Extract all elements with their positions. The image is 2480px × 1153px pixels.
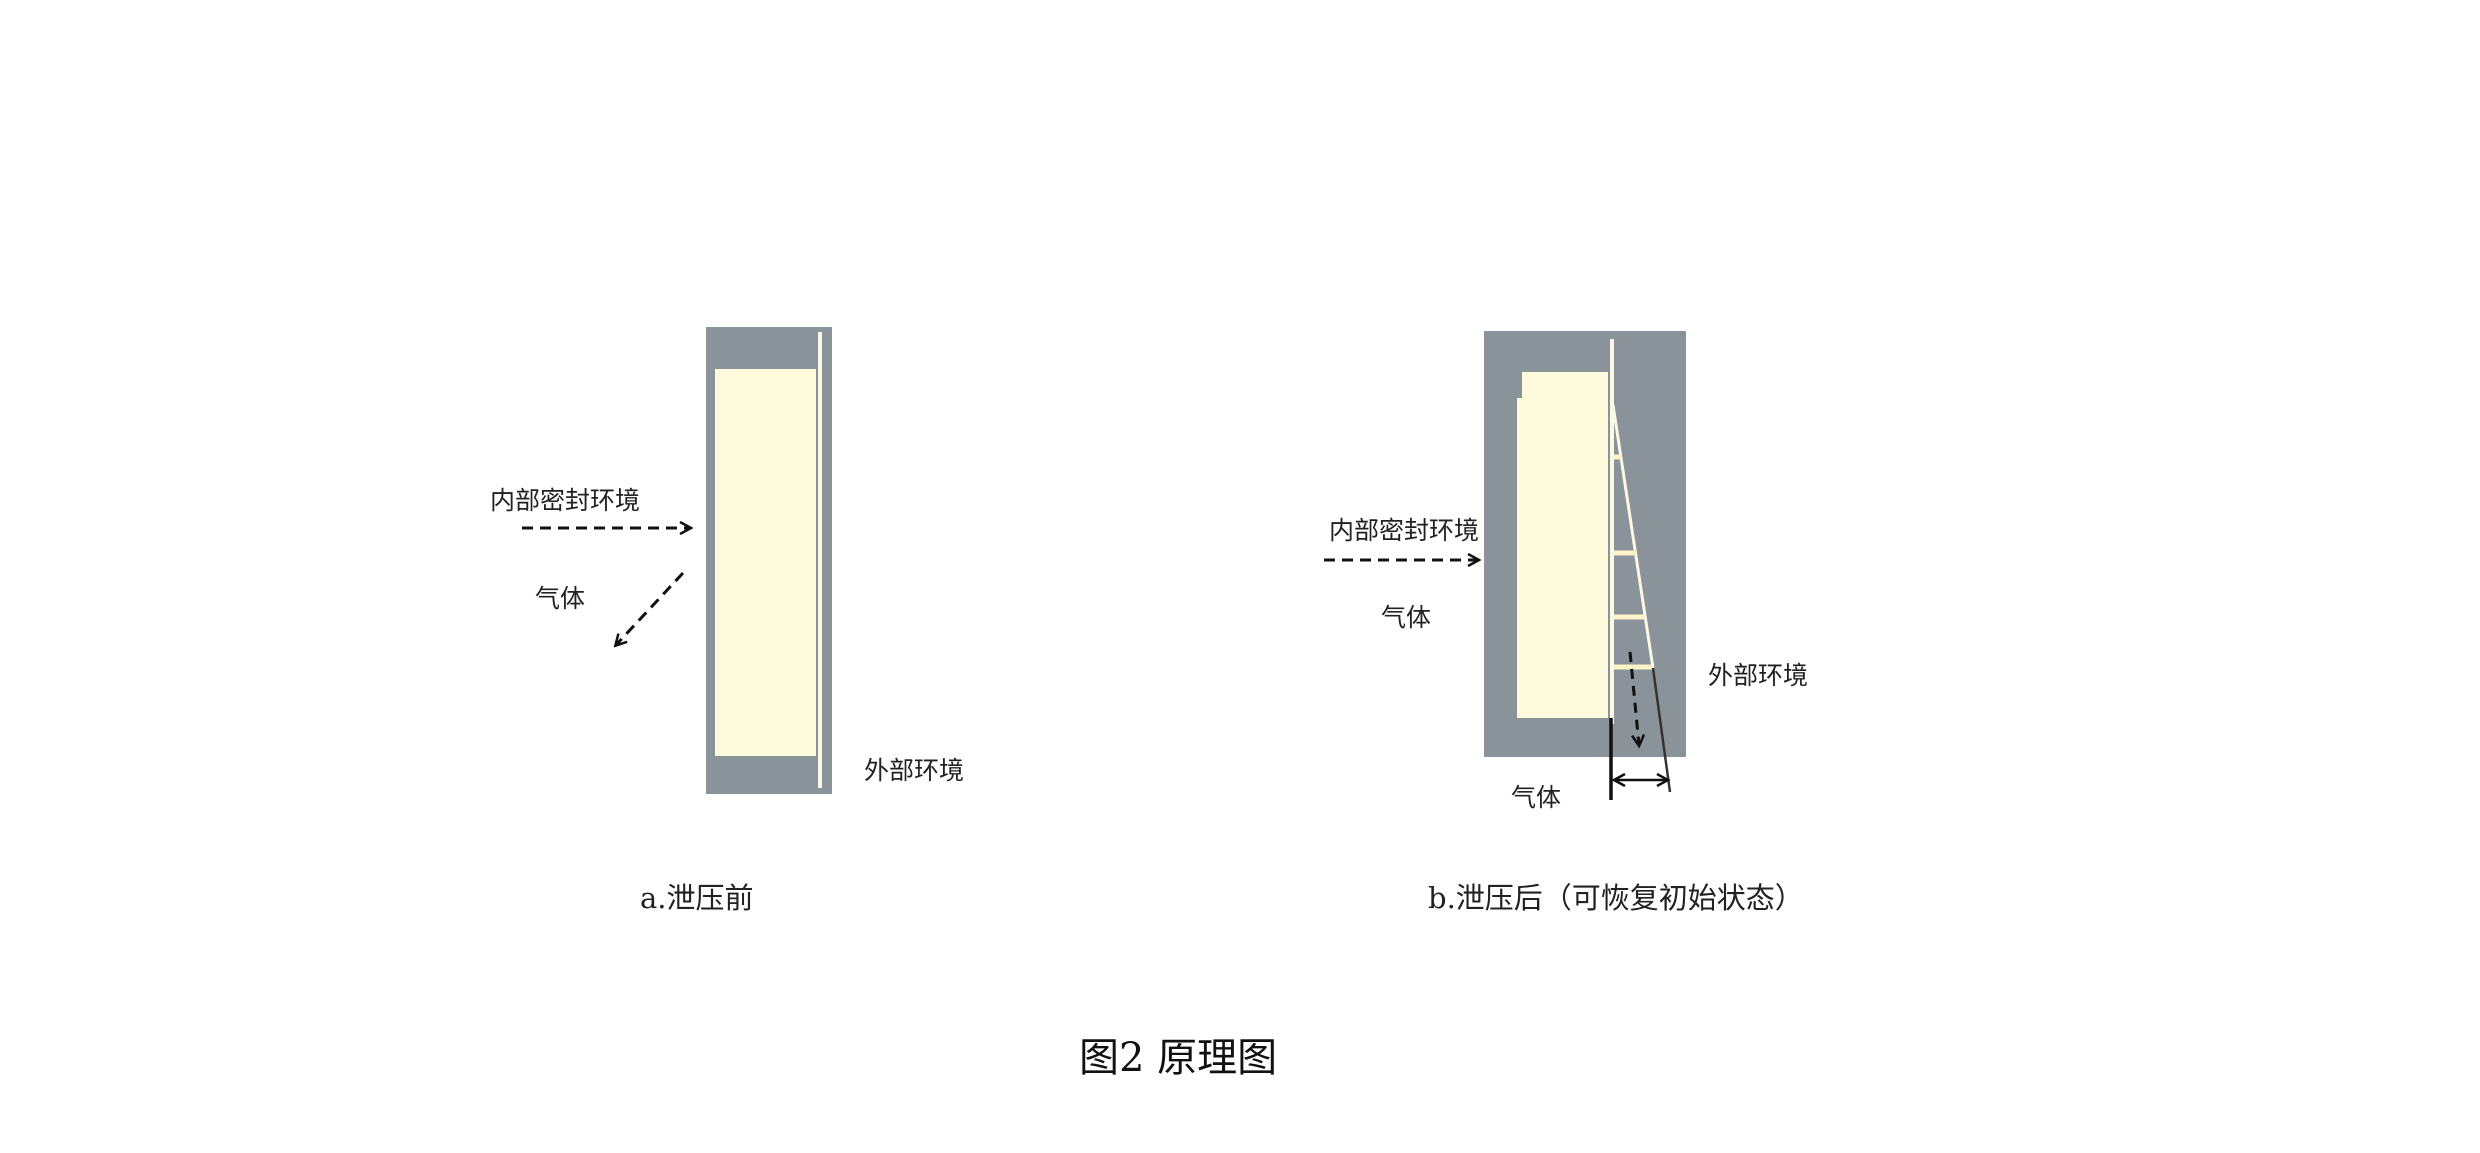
label-outside: 外部环境 xyxy=(1708,661,1808,690)
label-inside: 内部密封环境 xyxy=(490,486,640,515)
opened-panel-edge-outside xyxy=(1651,667,1672,793)
pressure-panel xyxy=(1517,372,1608,718)
label-outside: 外部环境 xyxy=(864,756,964,785)
gas-escape-arrow xyxy=(616,571,685,645)
pressure-panel xyxy=(715,369,816,756)
panel-a-before-release: 内部密封环境 气体 外部环境 a.泄压前 xyxy=(490,327,964,915)
gas-escape-arrow xyxy=(1628,651,1639,745)
label-gas-left: 气体 xyxy=(1381,603,1431,632)
label-inside: 内部密封环境 xyxy=(1329,516,1479,545)
opened-panel-edge xyxy=(1611,404,1655,669)
panel-b-after-release: 内部密封环境 气体 外部环境 气体 b.泄压后（可恢复初始状态） xyxy=(1324,331,1808,915)
label-gas: 气体 xyxy=(535,584,585,613)
caption-b: b.泄压后（可恢复初始状态） xyxy=(1428,881,1804,915)
label-gas-bottom: 气体 xyxy=(1511,783,1561,812)
figure-title: 图2 原理图 xyxy=(1079,1035,1277,1081)
seal-strip xyxy=(1610,339,1614,724)
seal-strip xyxy=(818,332,822,788)
caption-a: a.泄压前 xyxy=(640,881,754,915)
